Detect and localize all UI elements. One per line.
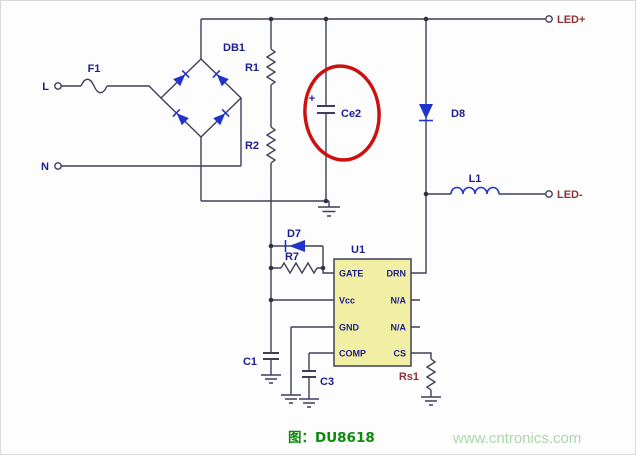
resistor-r7 [280,261,318,275]
label-led-plus: LED+ [557,14,585,26]
fuse-f1 [80,78,108,94]
ic-u1: GATE Vcc GND COMP DRN N/A N/A CS [333,258,412,367]
resistor-r2 [265,126,277,164]
pin-label-gnd: GND [339,323,360,333]
ic-body [333,258,412,367]
pin-label-comp: COMP [339,349,366,359]
label-r1: R1 [245,62,259,74]
comp-capacitor-c3 [302,370,316,378]
label-ce2: Ce2 [341,108,361,120]
ground-symbol-rs1 [421,396,441,406]
bridge-diamond [159,58,243,138]
ce2-plus-sign: + [309,93,315,105]
wires [61,18,545,399]
bridge-rectifier-db1 [159,58,243,138]
label-l-terminal: L [42,81,49,93]
pin-label-na2: N/A [391,323,407,333]
pin-label-drn: DRN [387,269,407,279]
resistor-rs1 [425,358,437,391]
label-rs1: Rs1 [399,371,419,383]
label-db1: DB1 [223,42,245,54]
label-d7: D7 [287,228,301,240]
gate-diode-d7 [284,240,305,252]
inductor-l1 [450,186,500,195]
terminal-led-minus [545,190,553,198]
cs-pin-wire [411,352,432,397]
pin-label-vcc: Vcc [339,296,355,306]
bridge-diode-4 [213,108,230,126]
ground-symbol-c1 [261,374,281,384]
freewheel-diode-d8 [419,104,433,122]
highlight-ellipse-ce2 [303,64,381,162]
junction-dots [268,16,429,303]
label-c1: C1 [243,356,257,368]
pin-label-na1: N/A [391,296,407,306]
terminal-led-plus [545,15,553,23]
label-f1: F1 [88,63,101,75]
terminal-neutral [54,162,62,170]
vcc-capacitor-c1 [263,352,279,360]
label-c3: C3 [320,376,334,388]
pin-label-gate: GATE [339,269,363,279]
comp-pin-wire [308,352,334,399]
na-pin-stubs [411,299,420,328]
bridge-diode-1 [173,69,190,87]
bridge-diode-3 [172,108,189,126]
watermark: www.cntronics.com [452,430,581,447]
fuse-symbol [80,78,108,94]
label-n-terminal: N [41,161,49,173]
drn-pin-wire [411,194,427,274]
label-led-minus: LED- [557,189,583,201]
pin-label-cs: CS [393,349,406,359]
gnd-pin-wire [290,326,334,395]
label-r2: R2 [245,140,259,152]
gate-pin-wire [322,246,334,274]
figure-caption: 图：DU8618 [288,430,375,446]
ground-symbol-gnd-pin [281,394,301,404]
label-d8: D8 [451,108,465,120]
ground-symbol-main [318,201,340,217]
bus-capacitor-ce2 [317,105,335,114]
label-l1: L1 [469,173,482,185]
bridge-diode-2 [212,69,229,87]
label-r7: R7 [285,251,299,263]
terminal-live [54,82,62,90]
resistor-r1 [265,48,277,86]
fuse-to-bridge-wire [107,85,162,99]
label-u1: U1 [351,244,365,256]
ground-symbol-c3 [299,398,319,408]
